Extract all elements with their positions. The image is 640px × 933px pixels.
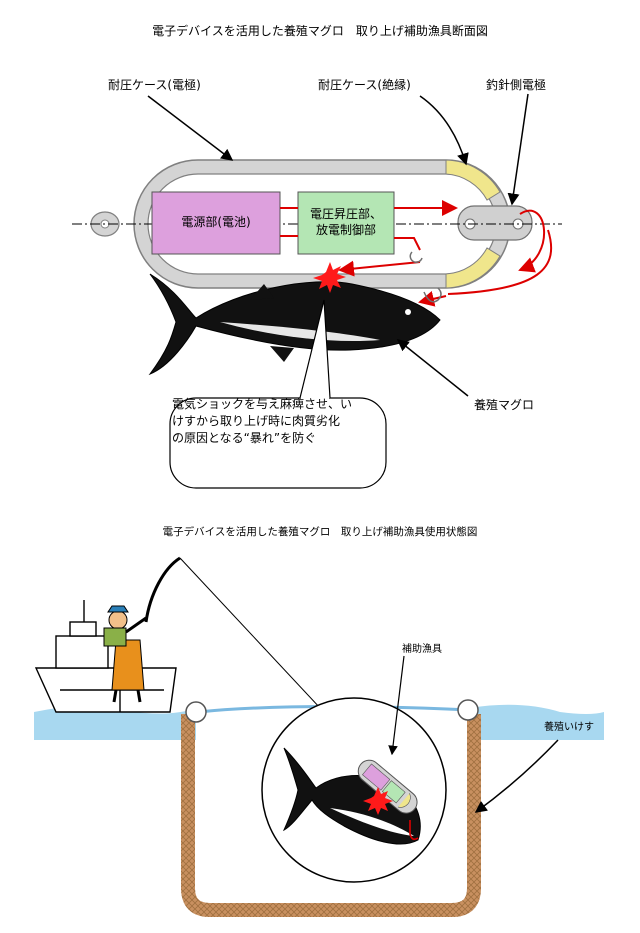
callout-line3: の原因となる“暴れ”を防ぐ	[172, 430, 382, 447]
label-voltage-unit-line2: 放電制御部	[298, 222, 394, 238]
leader-tuna	[398, 340, 468, 396]
leader-hook-electrode	[512, 94, 528, 204]
tuna-fish-illustration	[150, 274, 440, 374]
callout-text: 電気ショックを与え麻痺させ、い けすから取り上げ時に肉質劣化 の原因となる“暴れ…	[172, 396, 382, 447]
float-right-icon	[458, 700, 478, 720]
leader-case-insulation	[420, 96, 466, 164]
label-hook-electrode: 釣針側電極	[486, 76, 546, 93]
diagram2-title: 電子デバイスを活用した養殖マグロ 取り上げ補助漁具使用状態図	[0, 524, 640, 539]
fishing-boat	[36, 600, 176, 712]
label-device: 補助漁具	[402, 640, 442, 655]
callout-line2: けすから取り上げ時に肉質劣化	[172, 413, 382, 430]
leader-case-electrode	[148, 96, 232, 160]
label-power-unit: 電源部(電池)	[152, 214, 280, 230]
label-cage: 養殖いけす	[544, 718, 594, 733]
label-voltage-unit: 電圧昇圧部、 放電制御部	[298, 206, 394, 238]
leader-cage	[476, 740, 558, 812]
label-case-insulation: 耐圧ケース(絶縁)	[318, 76, 411, 93]
fishing-rod	[146, 558, 180, 622]
float-left-icon	[186, 702, 206, 722]
label-tuna: 養殖マグロ	[474, 396, 534, 413]
callout-line1: 電気ショックを与え麻痺させ、い	[172, 396, 382, 413]
label-case-electrode: 耐圧ケース(電極)	[108, 76, 201, 93]
label-voltage-unit-line1: 電圧昇圧部、	[298, 206, 394, 222]
